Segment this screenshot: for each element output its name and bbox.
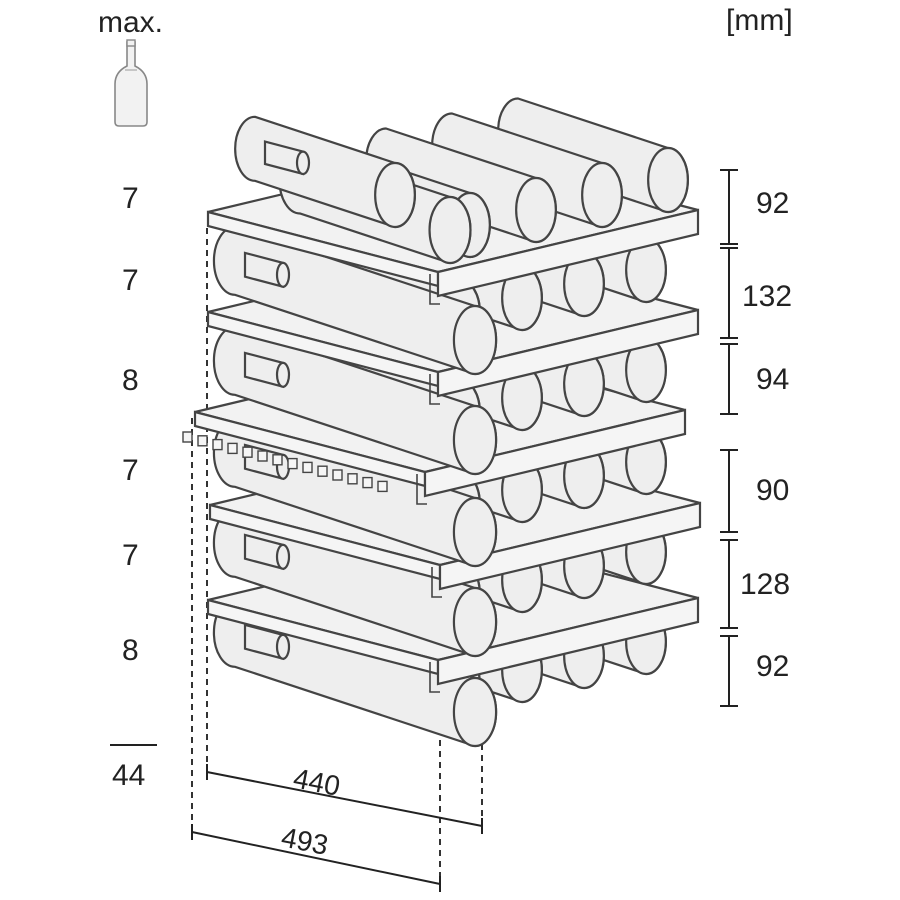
shelf-bracket bbox=[429, 274, 440, 305]
bottle-25 bbox=[497, 97, 689, 214]
depth-dimension-lines bbox=[191, 764, 483, 892]
shelf-height-5: 128 bbox=[740, 568, 790, 601]
bottle-cap bbox=[275, 361, 291, 388]
bottle-26 bbox=[431, 112, 623, 229]
rack-slot bbox=[287, 457, 298, 470]
rack-slot bbox=[272, 454, 283, 466]
shelf-front-rail bbox=[423, 408, 687, 498]
bottle-30 bbox=[234, 115, 416, 229]
bottle-cap bbox=[275, 633, 291, 660]
rack-slot bbox=[212, 438, 223, 451]
max-label: max. bbox=[98, 6, 163, 39]
bottom-value: 44 bbox=[112, 759, 145, 792]
depth-outer-label: 493 bbox=[279, 821, 331, 860]
bottle-count-1: 7 bbox=[122, 182, 139, 215]
unit-label: [mm] bbox=[726, 4, 793, 37]
shelf-front-rail bbox=[436, 596, 700, 686]
shelf-front-rail bbox=[436, 308, 700, 398]
shelf-bracket bbox=[416, 474, 427, 505]
bottle-9 bbox=[212, 507, 498, 658]
bottle-cap bbox=[295, 150, 311, 176]
bottle-count-2: 7 bbox=[122, 264, 139, 297]
bottle-base bbox=[452, 404, 498, 476]
rack-slot bbox=[182, 431, 193, 443]
height-dimension-bars bbox=[720, 169, 738, 707]
bottle-count-5: 7 bbox=[122, 539, 139, 572]
rack-slot bbox=[317, 465, 328, 477]
shelf-bracket bbox=[431, 567, 442, 598]
bottle-count-3: 8 bbox=[122, 364, 139, 397]
rack-slot bbox=[242, 446, 253, 458]
rack-slot bbox=[257, 450, 268, 462]
rack-slot bbox=[332, 469, 343, 481]
bottle-base bbox=[515, 176, 557, 244]
bottle-27 bbox=[365, 127, 557, 244]
wine-bottle-icon bbox=[114, 39, 148, 127]
bottle-count-4: 7 bbox=[122, 454, 139, 487]
bottle-base bbox=[428, 195, 472, 265]
shelf-front-rail bbox=[436, 208, 700, 298]
depth-inner-label: 440 bbox=[291, 762, 343, 801]
bottle-count-6: 8 bbox=[122, 634, 139, 667]
shelf-height-2: 132 bbox=[742, 280, 792, 313]
rack-slot bbox=[227, 442, 238, 455]
shelf-height-4: 90 bbox=[756, 474, 789, 507]
rack-slot bbox=[347, 473, 358, 485]
shelf-front-rail bbox=[438, 501, 702, 591]
rack-slot bbox=[377, 480, 388, 493]
rack-slot bbox=[197, 435, 208, 447]
bottle-cap bbox=[275, 543, 291, 570]
shelf-stack bbox=[182, 97, 702, 748]
bottle-base bbox=[452, 496, 498, 568]
bottle-base bbox=[647, 146, 689, 214]
rack-slot bbox=[362, 476, 373, 489]
bottle-base bbox=[452, 676, 498, 748]
bottle-14 bbox=[212, 417, 498, 568]
bottle-base bbox=[452, 586, 498, 658]
shelf-height-1: 92 bbox=[756, 187, 789, 220]
shelf-bracket bbox=[429, 374, 440, 405]
bottle-19 bbox=[212, 325, 498, 476]
rack-slot bbox=[302, 461, 313, 474]
shelf-height-6: 92 bbox=[756, 650, 789, 683]
bottle-base bbox=[374, 161, 416, 229]
bottle-cap bbox=[275, 261, 291, 288]
bottle-24 bbox=[212, 225, 498, 376]
bottle-base bbox=[581, 161, 623, 229]
shelf-bracket bbox=[429, 662, 440, 693]
shelf-height-3: 94 bbox=[756, 363, 789, 396]
bottle-base bbox=[452, 304, 498, 376]
